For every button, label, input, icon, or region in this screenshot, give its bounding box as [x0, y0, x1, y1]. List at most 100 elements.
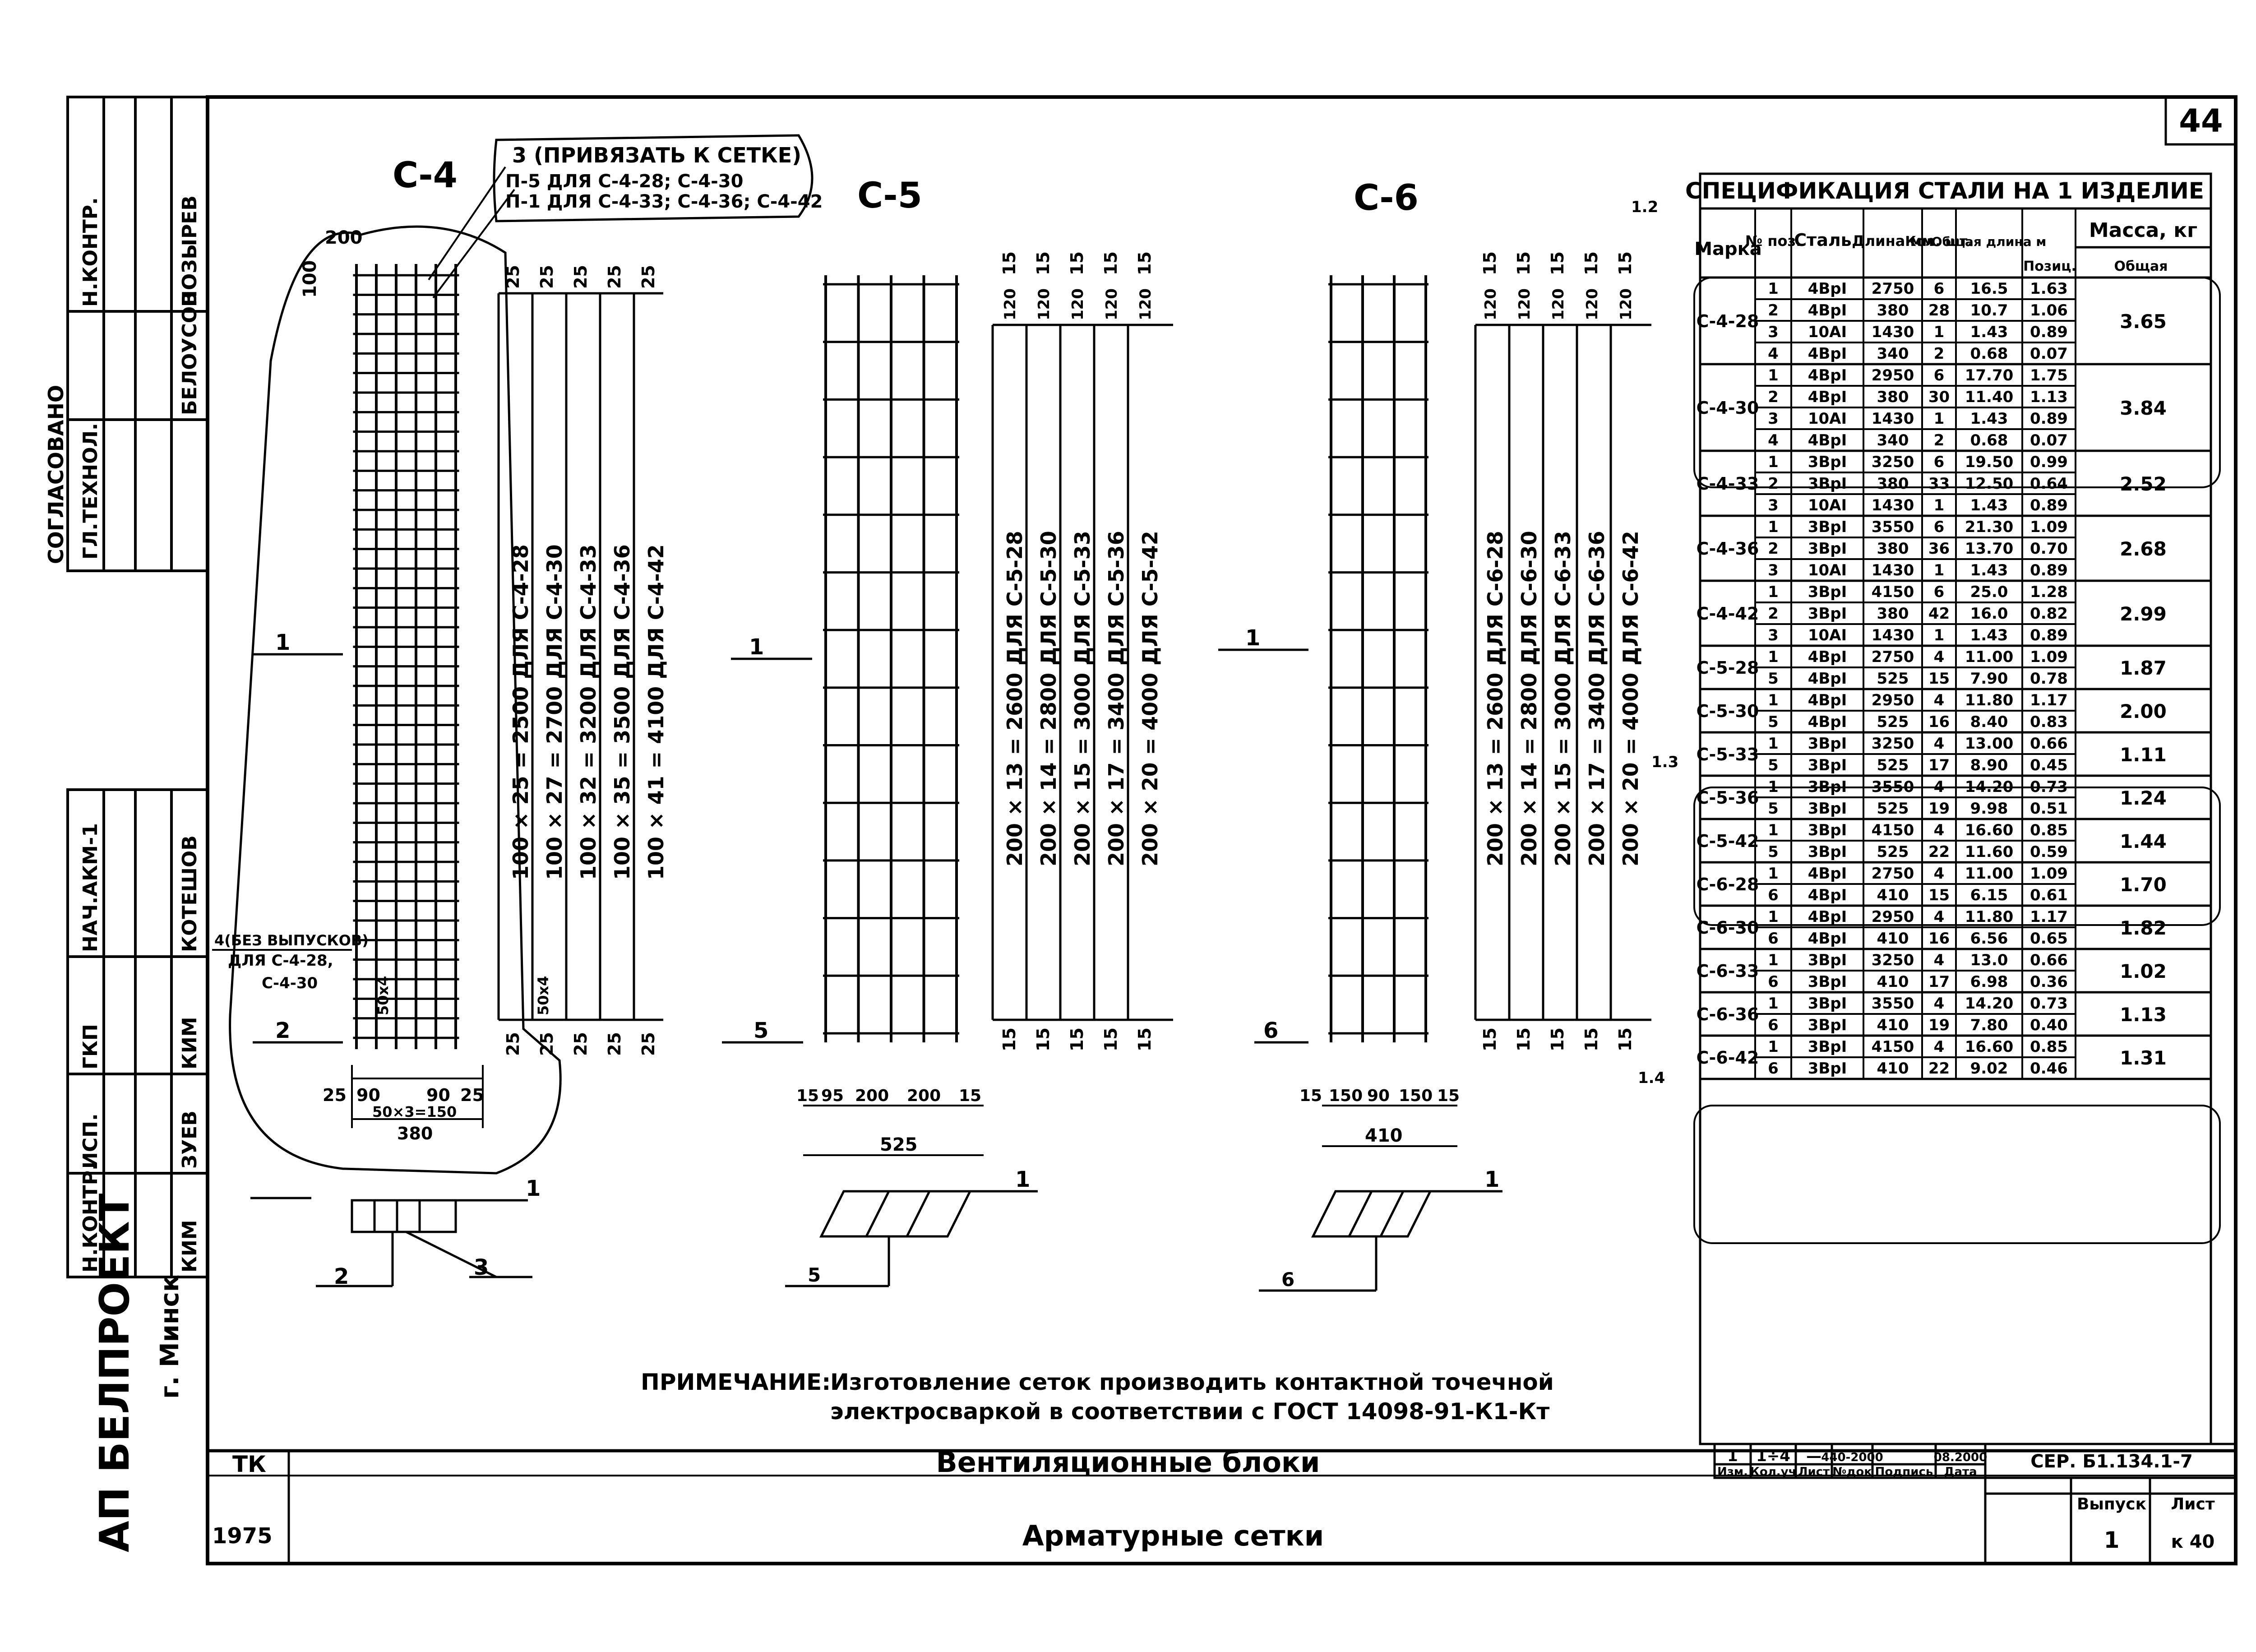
- spec-cell: 0.89: [2030, 626, 2068, 644]
- spec-cell: 525: [1877, 756, 1909, 774]
- spec-cell: 4ВрI: [1808, 648, 1847, 666]
- c5-bottom-dim-1: 15: [999, 1027, 1019, 1051]
- spec-cell: 1: [1768, 735, 1779, 753]
- c4-width-dim-4: 25: [460, 1085, 484, 1105]
- spec-cell: 6: [1934, 280, 1945, 298]
- spec-cell: 3ВрI: [1808, 453, 1847, 471]
- spec-cell: 0.83: [2030, 713, 2068, 731]
- spec-cell: 6: [1768, 1016, 1779, 1034]
- spec-cell: 10АI: [1808, 323, 1847, 341]
- spec-cell: 410: [1877, 886, 1909, 904]
- spec-header-pos: № поз.: [1745, 232, 1801, 250]
- spec-cell: 0.45: [2030, 756, 2068, 774]
- c6-top-dim-1: 15: [1480, 251, 1500, 275]
- c5-marker-5b: 5: [808, 1264, 821, 1286]
- spec-cell: 0.59: [2030, 843, 2068, 861]
- c4-length-2: 100 × 27 = 2700 ДЛЯ С-4-30: [542, 544, 567, 880]
- c6-top-dim-4: 15: [1581, 251, 1601, 275]
- rev-cell-2: 1÷4: [1756, 1447, 1790, 1465]
- c6-length-2: 200 × 14 = 2800 ДЛЯ С-6-30: [1517, 531, 1541, 866]
- spec-cell: 10АI: [1808, 626, 1847, 644]
- spec-cell: 1: [1934, 323, 1945, 341]
- c4-top-dim-5: 25: [638, 265, 658, 289]
- spec-cell: 5: [1768, 756, 1779, 774]
- spec-cell: 6: [1934, 518, 1945, 536]
- spec-cell: 2: [1768, 605, 1779, 623]
- spec-cell: 0.61: [2030, 886, 2068, 904]
- spec-cell: 33: [1928, 475, 1950, 493]
- spec-cell: 0.66: [2030, 951, 2068, 969]
- c5-length-2: 200 × 14 = 2800 ДЛЯ С-5-30: [1036, 531, 1061, 866]
- stamp-name-1: ПОЗЫРЕВ: [178, 195, 201, 307]
- spec-cell: 4: [1934, 735, 1945, 753]
- spec-total-mass: 1.13: [2120, 1004, 2167, 1026]
- spec-cell: 16.60: [1965, 821, 2014, 839]
- c4-bottom-dim-1: 25: [503, 1032, 523, 1056]
- spec-cell: 3ВрI: [1808, 821, 1847, 839]
- spec-cell: 0.65: [2030, 930, 2068, 948]
- c4-top-dim-1: 25: [503, 265, 523, 289]
- spec-total-mass: 1.31: [2120, 1047, 2167, 1069]
- spec-cell: 2: [1768, 475, 1779, 493]
- c4-marker-1: 1: [275, 630, 290, 655]
- spec-cell: 1: [1768, 995, 1779, 1013]
- spec-cell: 1430: [1872, 323, 1914, 341]
- spec-mark: С-6-30: [1697, 918, 1759, 938]
- spec-cell: 0.70: [2030, 540, 2068, 558]
- c6-length-3: 200 × 15 = 3000 ДЛЯ С-6-33: [1551, 531, 1575, 866]
- spec-cell: 2: [1768, 388, 1779, 406]
- spec-cell: 1: [1768, 366, 1779, 384]
- spec-cell: 1430: [1872, 410, 1914, 428]
- c6-top-dim-2: 15: [1514, 251, 1534, 275]
- spec-total-mass: 2.00: [2120, 700, 2167, 722]
- spec-cell: 6: [1934, 453, 1945, 471]
- rev-label-1: Изм.: [1717, 1465, 1748, 1479]
- spec-cell: 4: [1934, 951, 1945, 969]
- spec-cell: 0.85: [2030, 821, 2068, 839]
- spec-cell: 6.15: [1970, 886, 2008, 904]
- spec-cell: 6: [1934, 583, 1945, 601]
- spec-cell: 1: [1768, 280, 1779, 298]
- series: СЕР. Б1.134.1-7: [2030, 1451, 2193, 1472]
- spec-cell: 2750: [1872, 648, 1914, 666]
- c5-length-3: 200 × 15 = 3000 ДЛЯ С-5-33: [1070, 531, 1095, 866]
- spec-cell: 1.43: [1970, 323, 2008, 341]
- spec-cell: 10АI: [1808, 410, 1847, 428]
- spec-cell: 1.06: [2030, 301, 2068, 319]
- spec-cell: 525: [1877, 800, 1909, 818]
- c5-width-dim-1: 15: [796, 1087, 819, 1105]
- spec-cell: 1: [1768, 583, 1779, 601]
- spec-cell: 16: [1928, 930, 1950, 948]
- spec-cell: 30: [1928, 388, 1950, 406]
- c4-pos-note-1: 4(БЕЗ ВЫПУСКОВ): [214, 932, 369, 949]
- spec-cell: 380: [1877, 388, 1909, 406]
- spec-cell: 0.82: [2030, 605, 2068, 623]
- spec-cell: 21.30: [1965, 518, 2014, 536]
- spec-title: СПЕЦИФИКАЦИЯ СТАЛИ НА 1 ИЗДЕЛИЕ: [1685, 178, 2204, 204]
- stamp-role-2: ГЛ.ТЕХНОЛ.: [79, 423, 102, 560]
- spec-cell: 8.90: [1970, 756, 2008, 774]
- spec-cell: 4ВрI: [1808, 301, 1847, 319]
- spec-mark: С-4-30: [1697, 398, 1759, 418]
- c6-inner-dim-4: 120: [1583, 288, 1601, 320]
- c4-section: [250, 1197, 532, 1287]
- spec-cell: 1: [1934, 410, 1945, 428]
- spec-cell: 380: [1877, 605, 1909, 623]
- spec-cell: 1: [1768, 908, 1779, 926]
- c6-inner-dim-3: 120: [1549, 288, 1567, 320]
- spec-cell: 0.51: [2030, 800, 2068, 818]
- stamp-agreed: СОГЛАСОВАНО: [44, 385, 68, 564]
- c5-width-dim-5: 15: [959, 1087, 981, 1105]
- spec-cell: 525: [1877, 670, 1909, 688]
- spec-mark: С-5-36: [1697, 788, 1759, 808]
- spec-cell: 3ВрI: [1808, 735, 1847, 753]
- spec-cell: 13.70: [1965, 540, 2014, 558]
- spec-cell: 1: [1768, 648, 1779, 666]
- c5-top-dim-5: 15: [1135, 251, 1155, 275]
- spec-cell: 4ВрI: [1808, 388, 1847, 406]
- spec-cell: 2950: [1872, 691, 1914, 709]
- c5-bottom-dim-4: 15: [1101, 1027, 1121, 1051]
- spec-cell: 525: [1877, 843, 1909, 861]
- stamp-org: АП БЕЛПРОЕКТ: [91, 1194, 139, 1552]
- spec-total-mass: 1.44: [2120, 830, 2167, 852]
